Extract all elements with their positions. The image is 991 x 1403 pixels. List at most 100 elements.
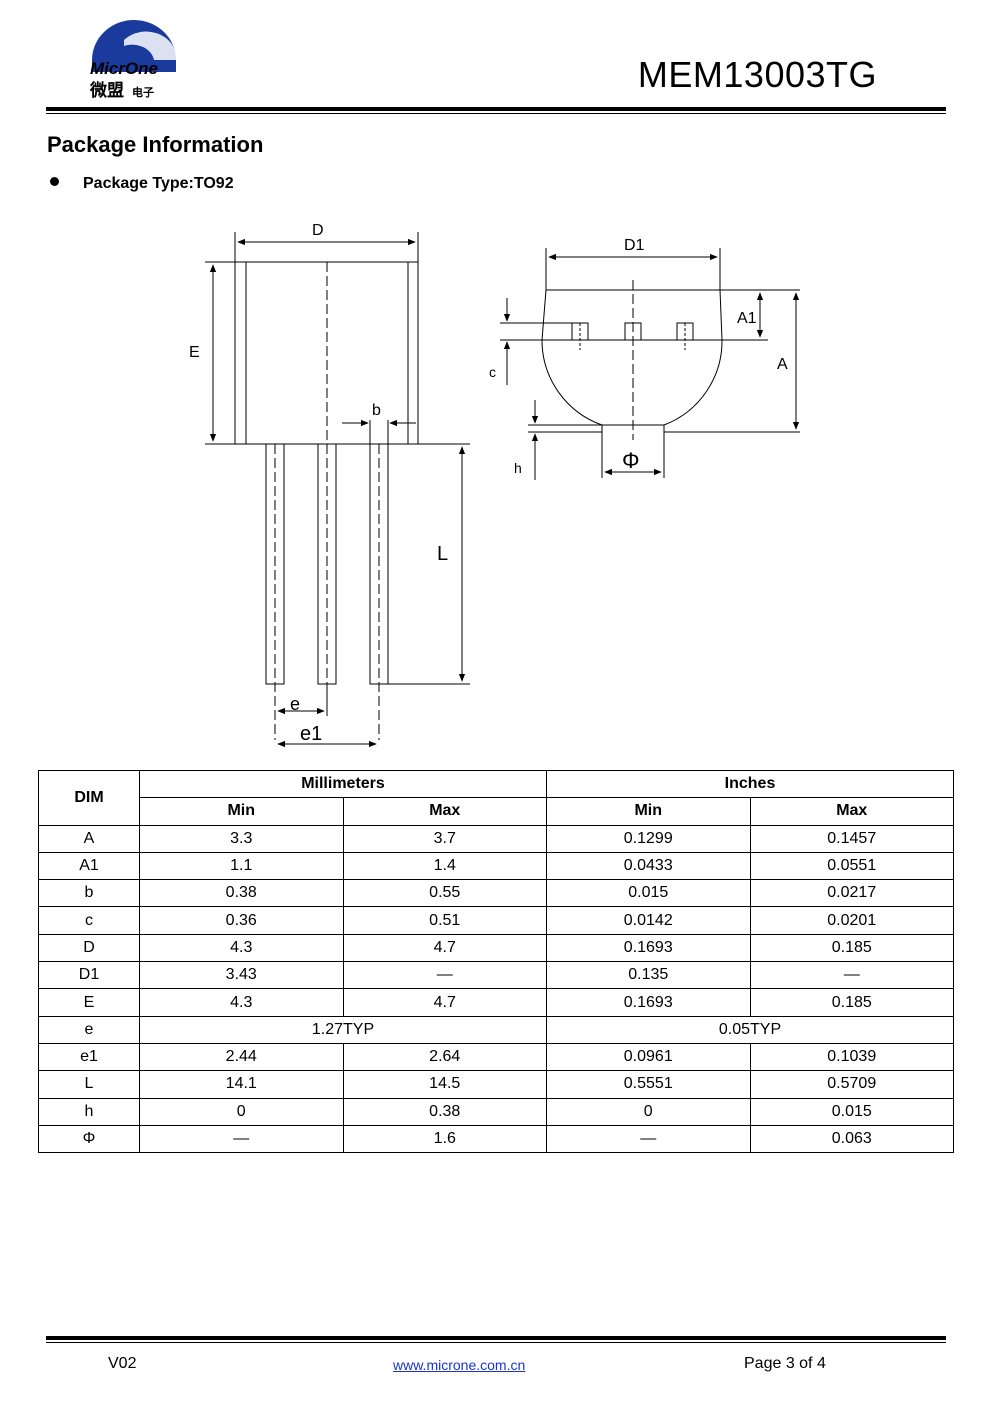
cell-mm-max: 4.7 <box>342 988 547 1017</box>
logo-text-en: MicrOne <box>90 59 158 78</box>
label-A1: A1 <box>737 310 757 327</box>
cell-in-max: 0.1457 <box>749 824 954 853</box>
cell-mm-max: 3.7 <box>342 824 547 853</box>
footer-page-number: Page 3 of 4 <box>744 1355 826 1372</box>
cell-mm-max: 2.64 <box>342 1042 547 1072</box>
package-type-bullet: Package Type:TO92 <box>50 175 234 193</box>
cell-in-min: 0.0142 <box>546 906 751 935</box>
cell-mm-min: 2.44 <box>139 1042 344 1072</box>
cell-mm-max: 1.4 <box>342 851 547 881</box>
cell-mm-max: 0.38 <box>342 1097 547 1126</box>
cell-in-max: 0.185 <box>749 988 954 1017</box>
label-D1: D1 <box>624 237 645 254</box>
header-dim: DIM <box>38 770 140 826</box>
cell-mm-min: 14.1 <box>139 1070 344 1099</box>
side-view <box>500 248 800 480</box>
cell-mm-typ: 1.27TYP <box>139 1015 547 1044</box>
label-e: e <box>290 694 300 714</box>
footer-rule-thin <box>46 1342 946 1343</box>
cell-in-max: 0.1039 <box>749 1042 954 1072</box>
header-in-min: Min <box>546 797 751 826</box>
cell-mm-max: 14.5 <box>342 1070 547 1099</box>
table-row: c 0.36 0.51 0.0142 0.0201 <box>38 906 954 935</box>
table-row: D 4.3 4.7 0.1693 0.185 <box>38 933 954 963</box>
cell-mm-min: 3.43 <box>139 961 344 990</box>
cell-dim: b <box>38 879 140 908</box>
cell-in-min: 0.5551 <box>546 1070 751 1099</box>
table-row: A1 1.1 1.4 0.0433 0.0551 <box>38 851 954 881</box>
bullet-icon <box>50 177 59 186</box>
cell-in-typ: 0.05TYP <box>546 1015 954 1044</box>
package-type-text: Package Type:TO92 <box>83 175 234 192</box>
cell-in-min: 0.015 <box>546 879 751 908</box>
cell-mm-min: — <box>139 1124 344 1154</box>
cell-mm-max: 0.55 <box>342 879 547 908</box>
cell-in-min: 0.1693 <box>546 933 751 963</box>
header-inches: Inches <box>546 769 954 799</box>
table-row: b 0.38 0.55 0.015 0.0217 <box>38 879 954 908</box>
label-D: D <box>312 222 324 239</box>
cell-dim: c <box>38 906 140 935</box>
cell-dim: E <box>38 988 140 1017</box>
label-E: E <box>189 344 200 361</box>
cell-in-max: 0.5709 <box>749 1070 954 1099</box>
cell-in-min: 0.1693 <box>546 988 751 1017</box>
cell-in-max: 0.185 <box>749 933 954 963</box>
cell-dim: Φ <box>38 1124 140 1154</box>
cell-dim: e <box>38 1015 140 1044</box>
cell-mm-max: 0.51 <box>342 906 547 935</box>
cell-mm-min: 3.3 <box>139 824 344 853</box>
footer-website-link[interactable]: www.microne.com.cn <box>393 1357 526 1373</box>
cell-in-min: — <box>546 1124 751 1154</box>
part-number-title: MEM13003TG <box>637 54 877 95</box>
cell-in-min: 0.0433 <box>546 851 751 881</box>
logo-text-cn: 微盟 <box>89 80 124 101</box>
cell-in-max: 0.0201 <box>749 906 954 935</box>
cell-dim: D1 <box>38 961 140 990</box>
cell-mm-max: — <box>342 961 547 990</box>
logo-text-cn-small: 电子 <box>132 85 154 99</box>
cell-dim: A1 <box>38 851 140 881</box>
header-rule-thick <box>46 107 946 111</box>
cell-mm-min: 0.38 <box>139 879 344 908</box>
table-row: e1 2.44 2.64 0.0961 0.1039 <box>38 1042 954 1072</box>
cell-in-min: 0.135 <box>546 961 751 990</box>
cell-dim: e1 <box>38 1042 140 1072</box>
cell-mm-min: 0.36 <box>139 906 344 935</box>
label-L: L <box>437 543 448 565</box>
label-A: A <box>777 356 788 373</box>
dimension-table: DIM Millimeters Inches Min Max Min Max A… <box>38 769 954 1154</box>
cell-mm-max: 1.6 <box>342 1124 547 1154</box>
package-drawing: D E b L e e1 D1 A1 A c h Φ <box>189 222 800 748</box>
header-in-max: Max <box>749 797 954 826</box>
cell-in-min: 0 <box>546 1097 751 1126</box>
header-mm-min: Min <box>139 797 344 826</box>
footer-version: V02 <box>108 1355 137 1372</box>
footer-rule-thick <box>46 1336 946 1340</box>
cell-in-max: 0.0217 <box>749 879 954 908</box>
cell-dim: L <box>38 1070 140 1099</box>
table-row: h 0 0.38 0 0.015 <box>38 1097 954 1126</box>
label-h: h <box>514 460 522 476</box>
cell-mm-min: 0 <box>139 1097 344 1126</box>
cell-in-max: — <box>749 961 954 990</box>
cell-dim: h <box>38 1097 140 1126</box>
header-mm-max: Max <box>342 797 547 826</box>
cell-dim: D <box>38 933 140 963</box>
table-row: A 3.3 3.7 0.1299 0.1457 <box>38 824 954 853</box>
cell-dim: A <box>38 824 140 853</box>
cell-in-max: 0.0551 <box>749 851 954 881</box>
cell-mm-min: 1.1 <box>139 851 344 881</box>
table-row: D1 3.43 — 0.135 — <box>38 961 954 990</box>
table-row: Φ — 1.6 — 0.063 <box>38 1124 954 1154</box>
front-view <box>205 232 470 748</box>
cell-in-min: 0.1299 <box>546 824 751 853</box>
company-logo: MicrOne 微盟 电子 <box>89 20 177 101</box>
table-row: e 1.27TYP 0.05TYP <box>38 1015 954 1044</box>
section-title: Package Information <box>47 132 264 157</box>
table-row: L 14.1 14.5 0.5551 0.5709 <box>38 1070 954 1099</box>
label-b: b <box>372 402 381 419</box>
cell-in-max: 0.015 <box>749 1097 954 1126</box>
cell-in-max: 0.063 <box>749 1124 954 1154</box>
label-c: c <box>489 364 496 380</box>
